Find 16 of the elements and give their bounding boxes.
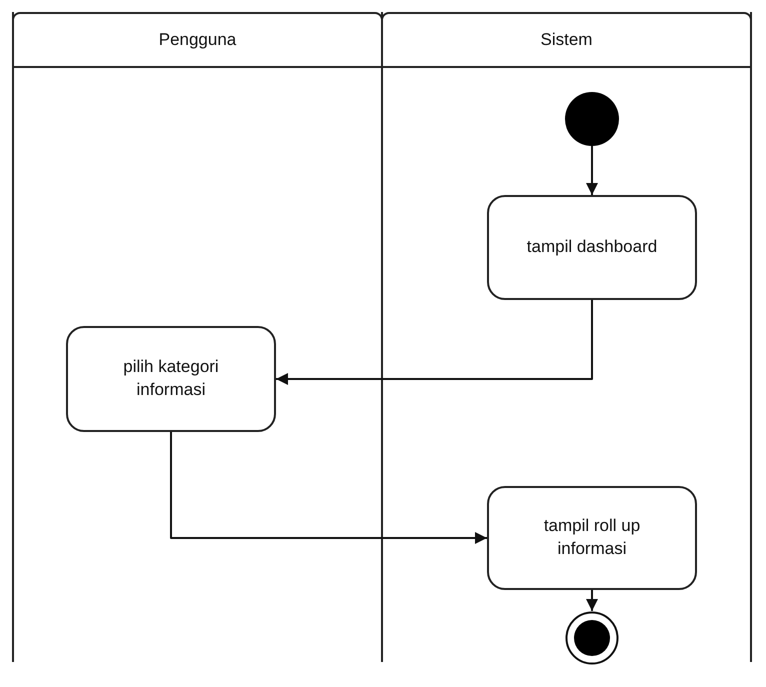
activity-label: pilih kategori informasi bbox=[122, 356, 220, 401]
start-node bbox=[565, 92, 619, 146]
activity-label: tampil roll up informasi bbox=[542, 515, 642, 560]
swimlane bbox=[381, 12, 752, 662]
activity-box bbox=[487, 486, 697, 590]
lane-header: Sistem bbox=[381, 12, 752, 68]
arrow bbox=[276, 300, 593, 385]
swimlane bbox=[12, 12, 383, 662]
activity-label: tampil dashboard bbox=[526, 236, 658, 258]
end-node bbox=[565, 611, 619, 665]
lane-header: Pengguna bbox=[12, 12, 383, 68]
arrow bbox=[586, 590, 598, 611]
arrow bbox=[586, 146, 598, 195]
activity-box bbox=[66, 326, 276, 432]
activity-box bbox=[487, 195, 697, 300]
arrow bbox=[170, 432, 487, 544]
